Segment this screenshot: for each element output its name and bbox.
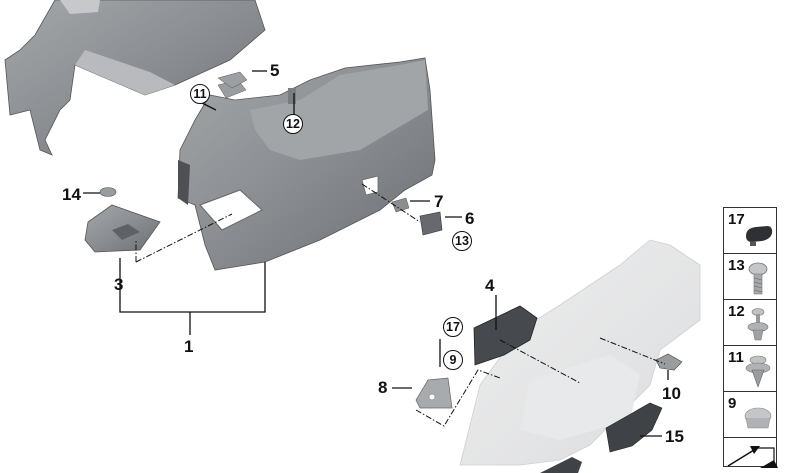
cover-part-8 [415, 377, 453, 409]
callout-7[interactable]: 7 [434, 192, 444, 211]
push-rivet-icon [747, 308, 769, 341]
callout-14[interactable]: 14 [62, 185, 81, 204]
callout-1[interactable]: 1 [184, 337, 194, 356]
main-trim-panel [177, 57, 436, 271]
legend-number: 9 [728, 395, 737, 412]
circled-callout-11[interactable]: 11 [190, 84, 210, 104]
circled-callout-13[interactable]: 13 [452, 231, 472, 251]
oval-plug-icon [746, 226, 773, 246]
callout-3[interactable]: 3 [114, 275, 124, 294]
upper-trim-panel [4, 0, 266, 156]
legend-item-17[interactable]: 17 [723, 207, 777, 253]
legend-item-9[interactable]: 9 [723, 391, 777, 437]
round-cap-icon [744, 407, 772, 429]
clip-icon [745, 355, 771, 388]
cover-plate-part-3 [84, 204, 161, 253]
clip-part-10 [655, 353, 683, 371]
legend-number: 11 [728, 349, 744, 366]
legend-item-12[interactable]: 12 [723, 299, 777, 345]
callout-5[interactable]: 5 [270, 61, 280, 80]
bracket-part-6 [419, 211, 443, 236]
lower-ghost-trim-panel [459, 239, 701, 466]
legend-number: 17 [728, 211, 745, 228]
circled-callout-12[interactable]: 12 [283, 114, 303, 134]
fastener-legend: 17 13 12 11 9 [723, 207, 778, 468]
cover-part-15 [605, 402, 663, 453]
screw-icon [748, 262, 768, 295]
cover-part-7 [391, 197, 410, 213]
legend-item-11[interactable]: 11 [723, 345, 777, 391]
callout-4[interactable]: 4 [485, 276, 495, 295]
legend-next-arrow[interactable] [723, 437, 778, 468]
leader-lines [83, 70, 669, 437]
cap-part-5 [217, 71, 248, 89]
dash-dot-lines [135, 183, 666, 427]
callout-6[interactable]: 6 [465, 209, 475, 228]
legend-number: 13 [728, 257, 745, 274]
circled-callout-9[interactable]: 9 [443, 350, 463, 370]
callout-8[interactable]: 8 [378, 378, 388, 397]
legend-item-13[interactable]: 13 [723, 253, 777, 299]
cover-part-15b [540, 457, 582, 473]
next-page-arrow-icon [727, 446, 778, 468]
circled-callout-17[interactable]: 17 [443, 317, 463, 337]
callout-10[interactable]: 10 [662, 384, 681, 403]
legend-number: 12 [728, 303, 745, 320]
nut-part-14 [99, 187, 117, 197]
panel-part-4 [473, 305, 538, 366]
callout-15[interactable]: 15 [665, 427, 684, 446]
